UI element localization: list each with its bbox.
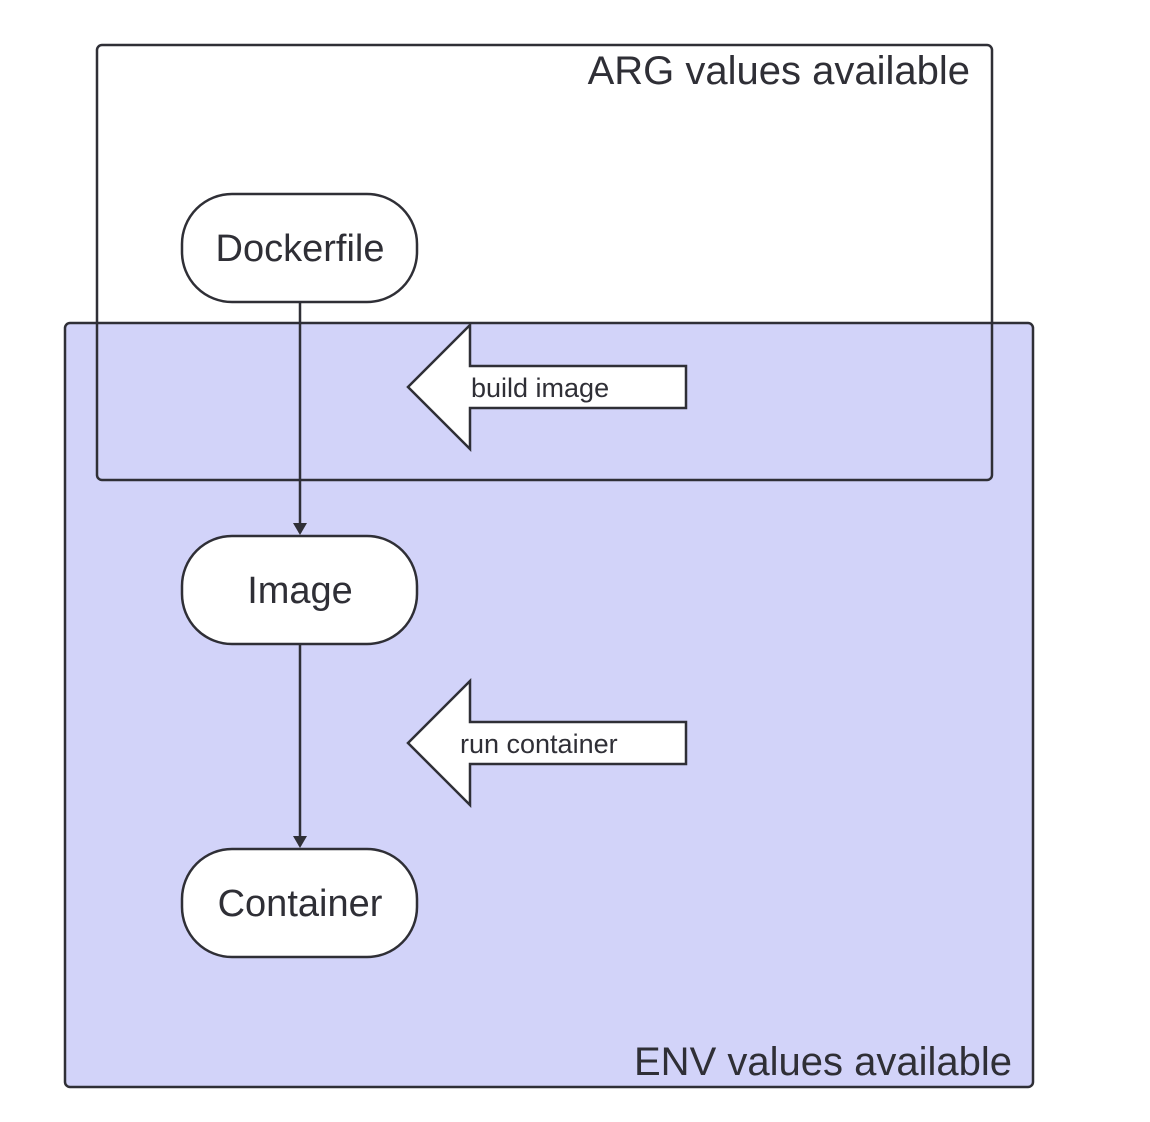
env-region-label: ENV values available xyxy=(634,1040,1012,1084)
run-container-arrow-label: run container xyxy=(460,729,618,759)
node-dockerfile: Dockerfile xyxy=(180,192,419,304)
node-dockerfile-label: Dockerfile xyxy=(216,228,385,270)
run-container-step-arrow: run container xyxy=(406,677,688,809)
build-image-arrow-shape xyxy=(406,321,688,453)
run-container-arrow-shape xyxy=(406,677,688,809)
arg-region: ARG values available xyxy=(95,43,994,482)
arg-region-box xyxy=(95,43,994,482)
arg-region-label: ARG values available xyxy=(588,49,970,93)
node-dockerfile-shape xyxy=(180,192,419,304)
env-region: ENV values available xyxy=(63,321,1035,1089)
node-container: Container xyxy=(180,847,419,959)
build-image-arrow-label: build image xyxy=(471,373,609,403)
node-image: Image xyxy=(180,534,419,646)
node-image-label: Image xyxy=(247,570,353,612)
node-container-shape xyxy=(180,847,419,959)
node-container-label: Container xyxy=(218,883,383,925)
node-image-shape xyxy=(180,534,419,646)
build-image-step-arrow: build image xyxy=(406,321,688,453)
env-region-box xyxy=(63,321,1035,1089)
